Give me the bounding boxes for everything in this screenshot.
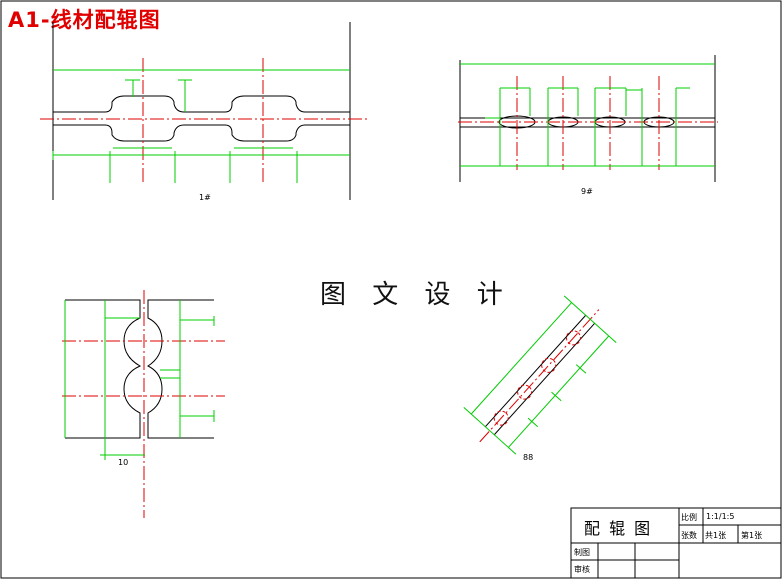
sheet-number: 第1张	[741, 531, 763, 540]
view-2-label: 9#	[581, 187, 593, 196]
scale-label: 比例	[681, 513, 697, 522]
view-4-label: 88	[523, 453, 534, 462]
title-block-frame	[570, 507, 782, 579]
title-block-name: 配 辊 图	[584, 519, 653, 538]
view-3-vertical-rolls	[62, 290, 225, 518]
view-2-multi-pass	[458, 55, 718, 182]
drawing-title: A1-线材配辊图	[8, 8, 161, 32]
scale-value: 1:1/1:5	[706, 512, 735, 521]
center-watermark: 图 文 设 计	[320, 280, 512, 310]
drawn-by-label: 制图	[574, 548, 590, 557]
checked-by-label: 审核	[574, 565, 590, 574]
view-1-roll-pair	[40, 22, 370, 200]
view-3-label: 10	[118, 458, 129, 467]
total-sheets: 共1张	[705, 531, 727, 540]
view-1-label: 1#	[199, 193, 211, 202]
view-4-rotated-rolls	[463, 295, 617, 455]
sheets-label: 张数	[681, 531, 697, 540]
